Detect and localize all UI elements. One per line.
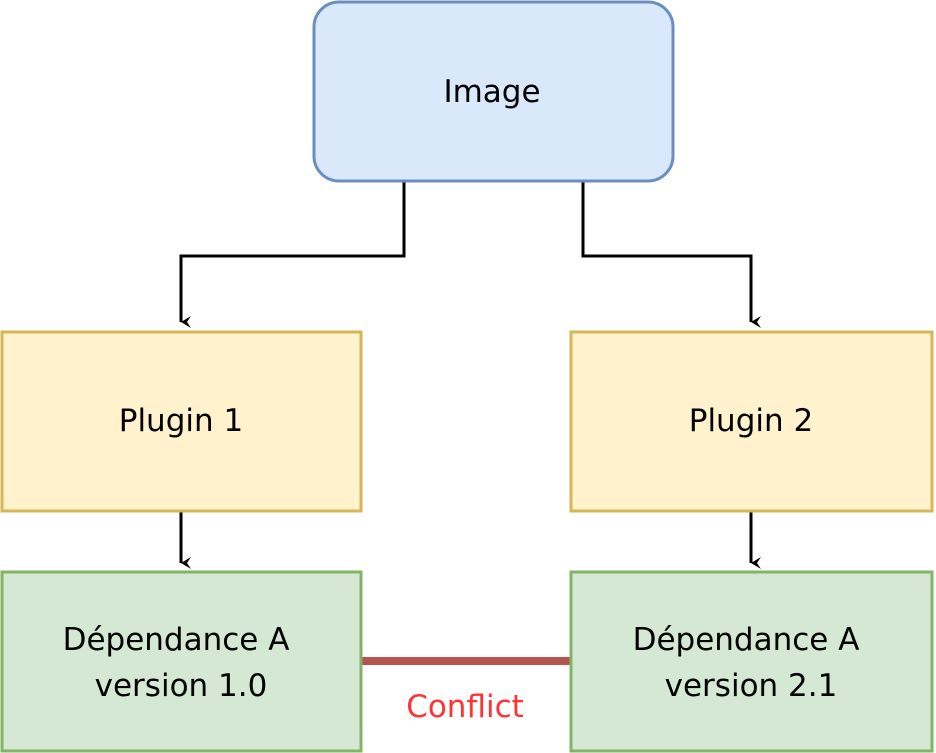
node-dep1-box [0,570,363,753]
node-dep1-label-line1: Dépendance A [63,622,290,658]
node-dep2-label-line2: version 2.1 [665,668,838,704]
node-dep2-label-line1: Dépendance A [633,622,860,658]
node-plugin2-box [569,330,934,513]
conflict-label: Conflict [406,689,524,725]
node-plugin1: Plugin 1 [0,330,363,513]
node-plugin2: Plugin 2 [569,330,934,513]
node-dep2-box [569,570,934,753]
node-dep2: Dépendance A version 2.1 [569,570,934,753]
node-image-label: Image [443,74,540,110]
node-dep1-label-line2: version 1.0 [95,668,268,704]
node-plugin1-box [0,330,363,513]
node-image: Image [312,0,675,183]
node-dep1: Dépendance A version 1.0 [0,570,363,753]
edge-image-to-plugin2 [581,182,761,328]
edge-image-to-plugin1 [179,182,406,328]
node-image-box [312,0,675,183]
node-plugin1-label: Plugin 1 [119,403,243,439]
node-plugin2-label: Plugin 2 [689,403,813,439]
